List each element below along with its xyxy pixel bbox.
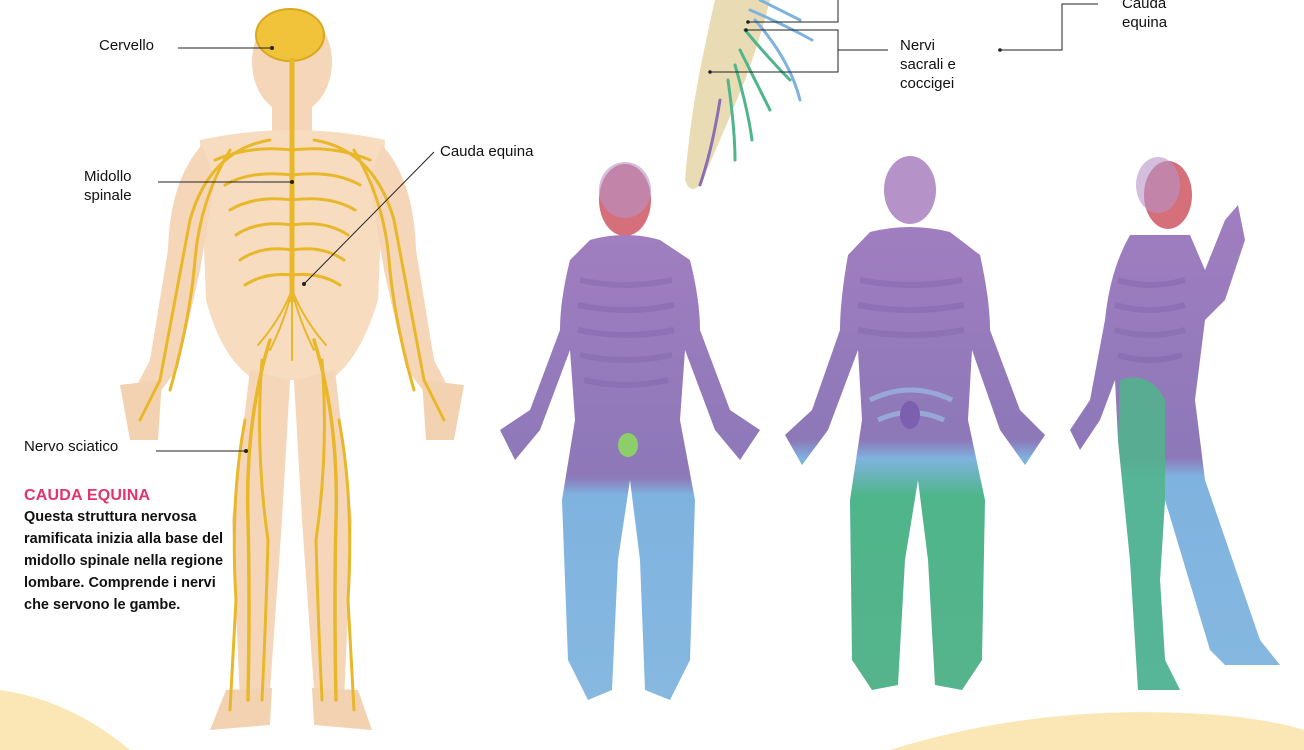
dermatome-side-figure	[1070, 157, 1280, 690]
dermatome-back-figure	[785, 156, 1045, 690]
dermatome-front-figure	[500, 162, 760, 700]
